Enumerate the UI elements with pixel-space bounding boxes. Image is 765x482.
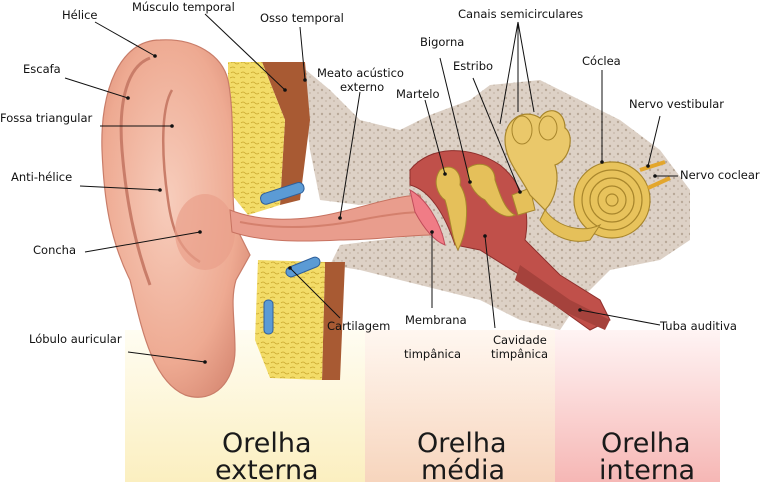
cartilage-lower [255,260,325,380]
leader-lines [64,13,678,363]
region-interna-line1: Orelha [601,428,691,459]
vestibular-nerve [639,160,666,172]
region-media-line2: média [421,455,505,482]
label-concha: Concha [33,243,76,257]
pinna [101,39,251,398]
label-meato-2: externo [340,80,384,94]
semicircular-canals [504,110,571,211]
middle-ear-zone [365,330,555,482]
label-estribo: Estribo [453,59,493,73]
label-anti-helice: Anti-hélice [11,170,72,184]
concha-bowl [175,194,235,270]
cartilage-blue-3 [263,299,274,335]
cochlear-nerve [647,176,671,190]
label-fossa-triangular: Fossa triangular [0,111,93,125]
incus-shape [467,163,517,217]
label-cavidade-2: timpânica [491,347,548,361]
label-osso-temporal: Osso temporal [260,11,344,25]
cartilage-upper [228,62,285,215]
cochlea-base [539,209,602,242]
malleus-shape [435,166,468,252]
label-bigorna: Bigorna [420,35,464,49]
tympanic-membrane [409,189,446,246]
label-escafa: Escafa [23,62,61,76]
cochlea-spiral [573,161,651,239]
helix-fold [119,56,152,286]
region-externa-line2: externa [215,455,319,482]
label-meato-1: Meato acústico [317,66,404,80]
label-coclea: Cóclea [582,54,621,68]
label-musculo-temporal: Músculo temporal [132,0,235,14]
label-membrana-2: timpânica [404,347,461,361]
label-cartilagem: Cartilagem [327,319,390,333]
cartilage-blue-1 [260,181,305,205]
auditory-tube [515,265,610,330]
label-nervo-vestibular: Nervo vestibular [629,97,724,111]
label-membrana-1: Membrana [405,313,467,327]
temporal-muscle [262,62,310,205]
temporal-muscle-lower [322,262,345,380]
label-cavidade-1: Cavidade [493,333,547,347]
ear-canal-inner [239,211,426,229]
label-canais-semicirculares: Canais semicirculares [458,7,583,21]
leader-dots [126,54,657,364]
label-lobulo-auricular: Lóbulo auricular [29,332,122,346]
region-interna-line2: interna [599,455,695,482]
semicircular-canal-loop-2 [538,115,558,141]
label-tuba-auditiva: Tuba auditiva [659,319,737,333]
label-nervo-coclear: Nervo coclear [680,168,760,182]
ear-canal [229,194,431,242]
label-helice: Hélice [62,8,98,22]
region-externa-line1: Orelha [222,428,312,459]
region-media-line1: Orelha [417,428,507,459]
semicircular-canal-loop-1 [511,115,533,145]
label-martelo: Martelo [396,87,440,101]
inner-ear-zone [555,330,720,482]
